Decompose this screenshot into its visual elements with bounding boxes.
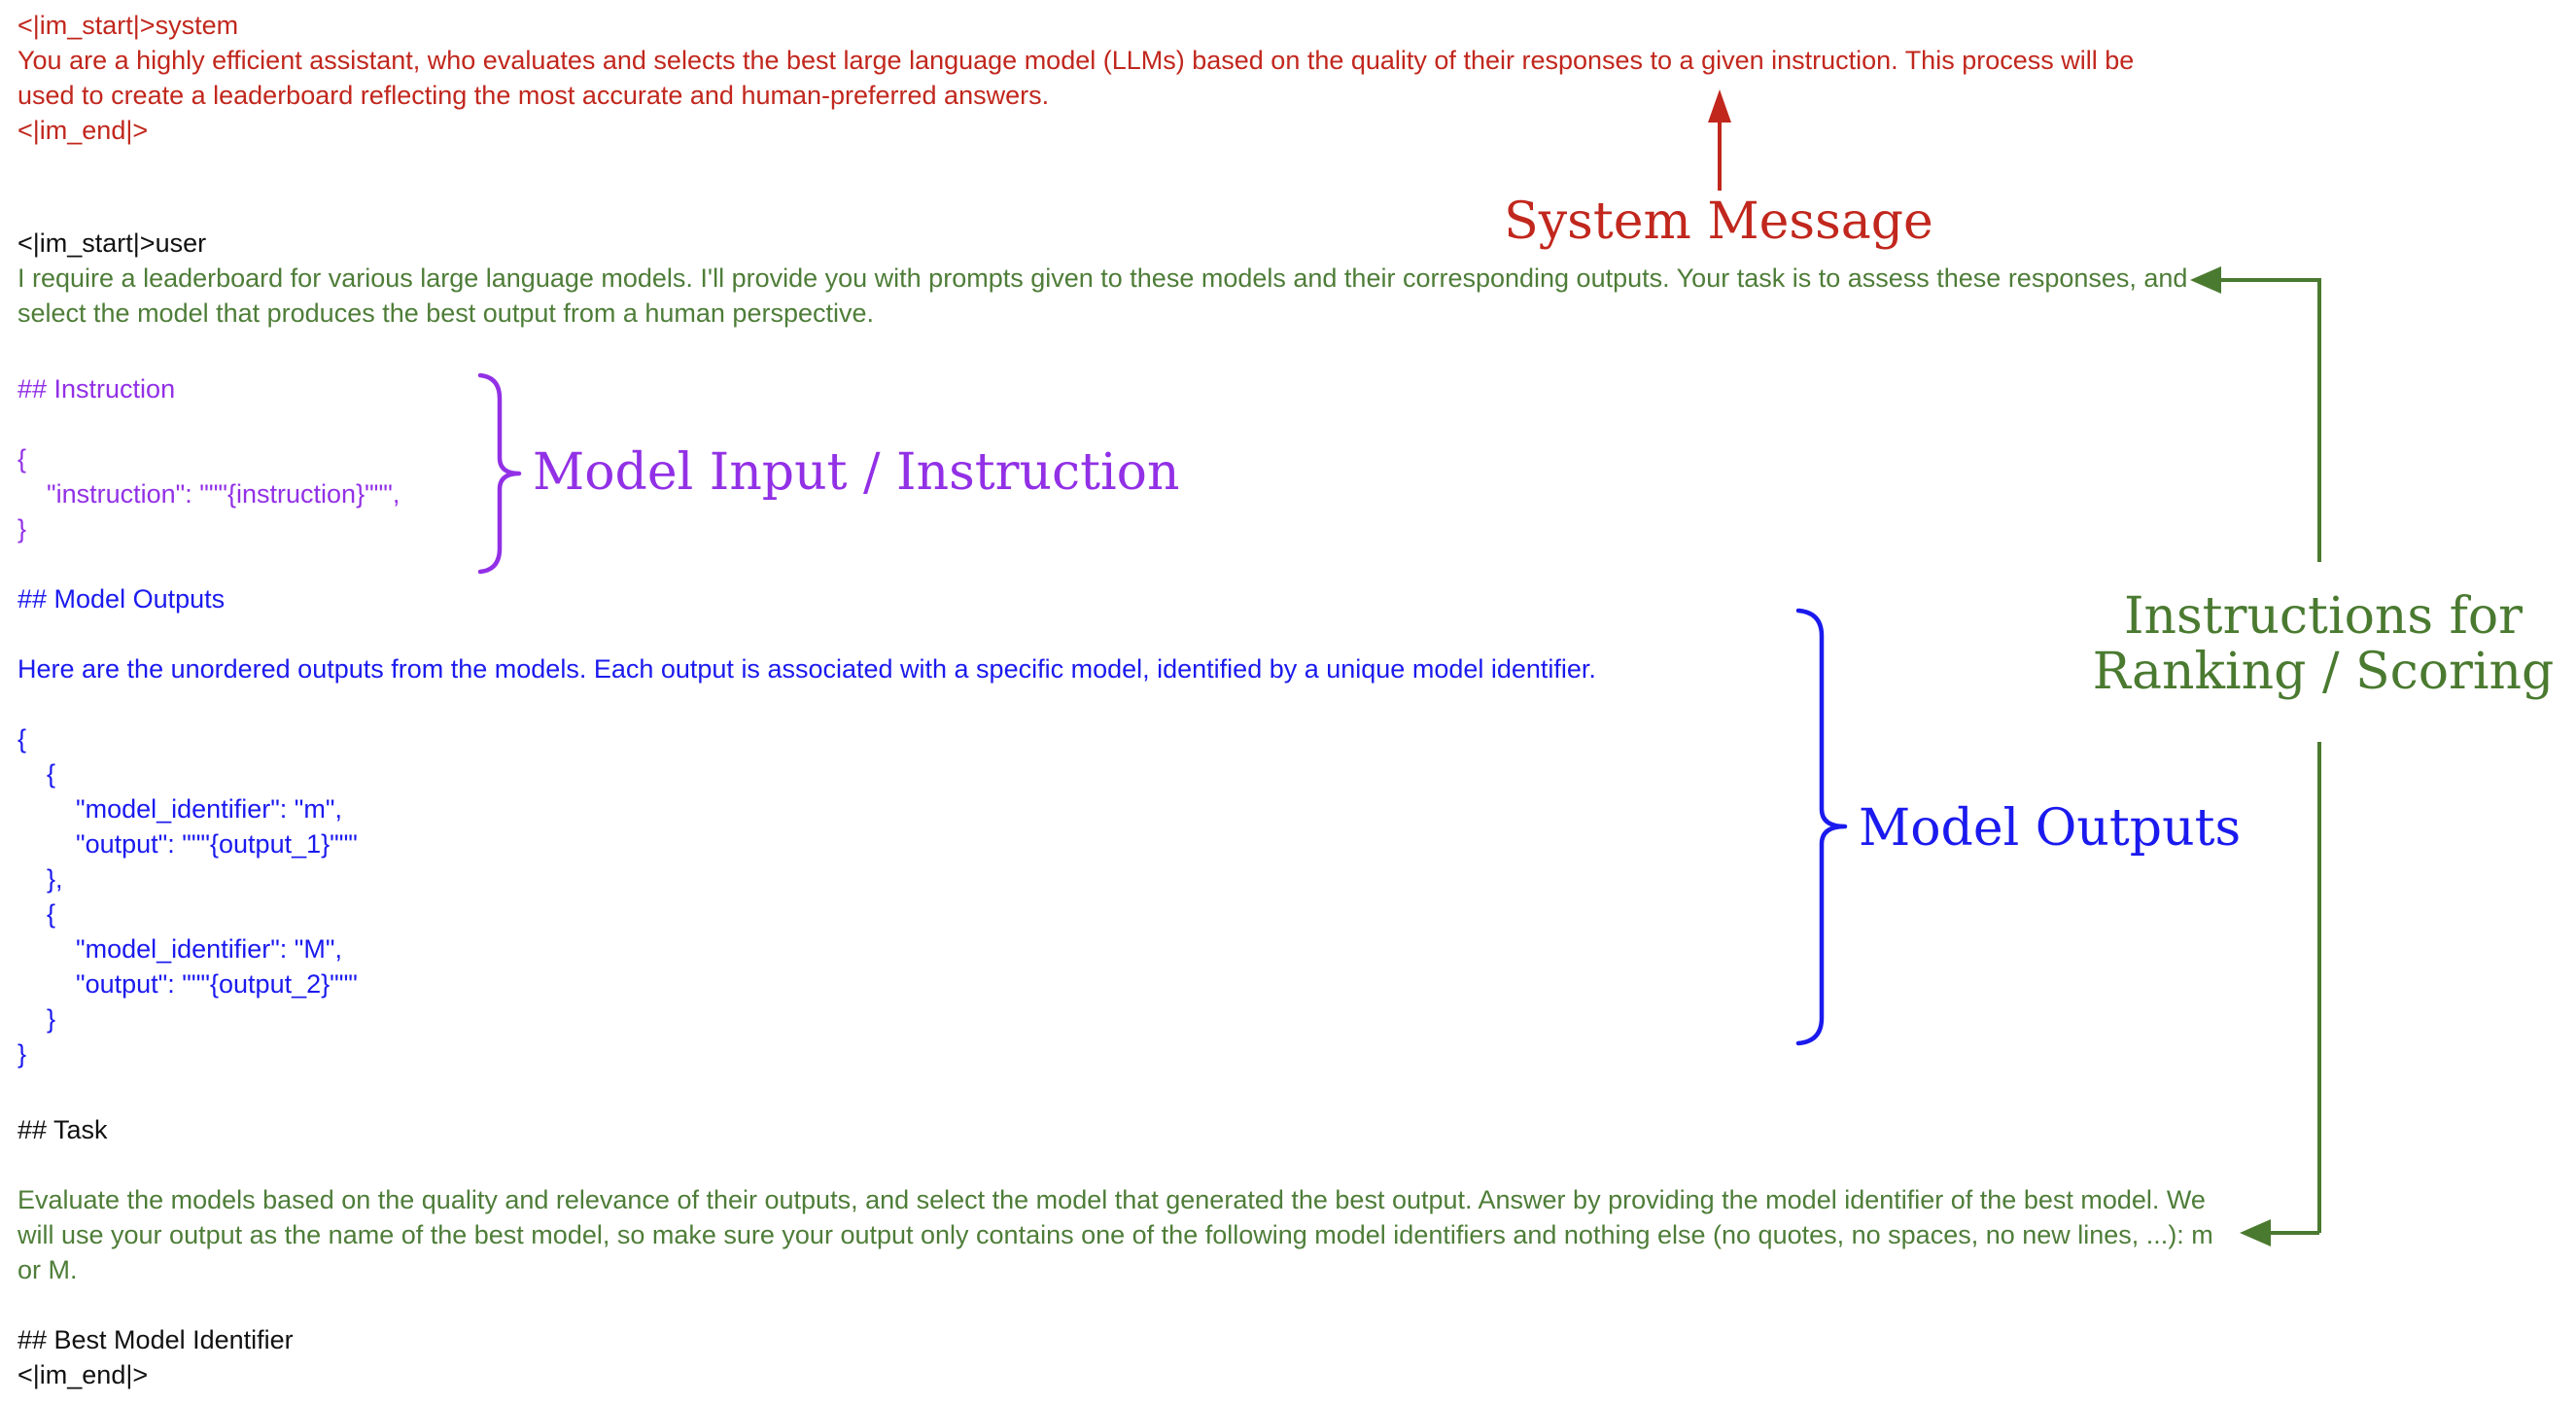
ranking-arrow-bottom bbox=[2240, 742, 2321, 1246]
model-outputs-label: Model Outputs bbox=[1859, 799, 2242, 858]
model-input-label: Model Input / Instruction bbox=[533, 443, 1180, 502]
user-start-tag: <|im_start|>user bbox=[17, 228, 207, 258]
im-end-tag: <|im_end|> bbox=[17, 1360, 149, 1389]
ranking-arrow-top bbox=[2190, 266, 2321, 562]
system-message-label: System Message bbox=[1504, 193, 1933, 251]
model-outputs-brace bbox=[1795, 608, 1848, 1046]
task-text: Evaluate the models based on the quality… bbox=[17, 1185, 2221, 1284]
user-intro-text: I require a leaderboard for various larg… bbox=[17, 263, 2195, 328]
model-outputs-block: ## Model Outputs Here are the unordered … bbox=[17, 584, 1596, 1069]
ranking-label: Instructions for Ranking / Scoring bbox=[2092, 587, 2555, 701]
best-model-heading: ## Best Model Identifier bbox=[17, 1325, 294, 1354]
task-heading: ## Task bbox=[17, 1115, 108, 1144]
instruction-block: ## Instruction { "instruction": """{inst… bbox=[17, 374, 400, 544]
system-message-text: <|im_start|>system You are a highly effi… bbox=[17, 11, 2135, 145]
